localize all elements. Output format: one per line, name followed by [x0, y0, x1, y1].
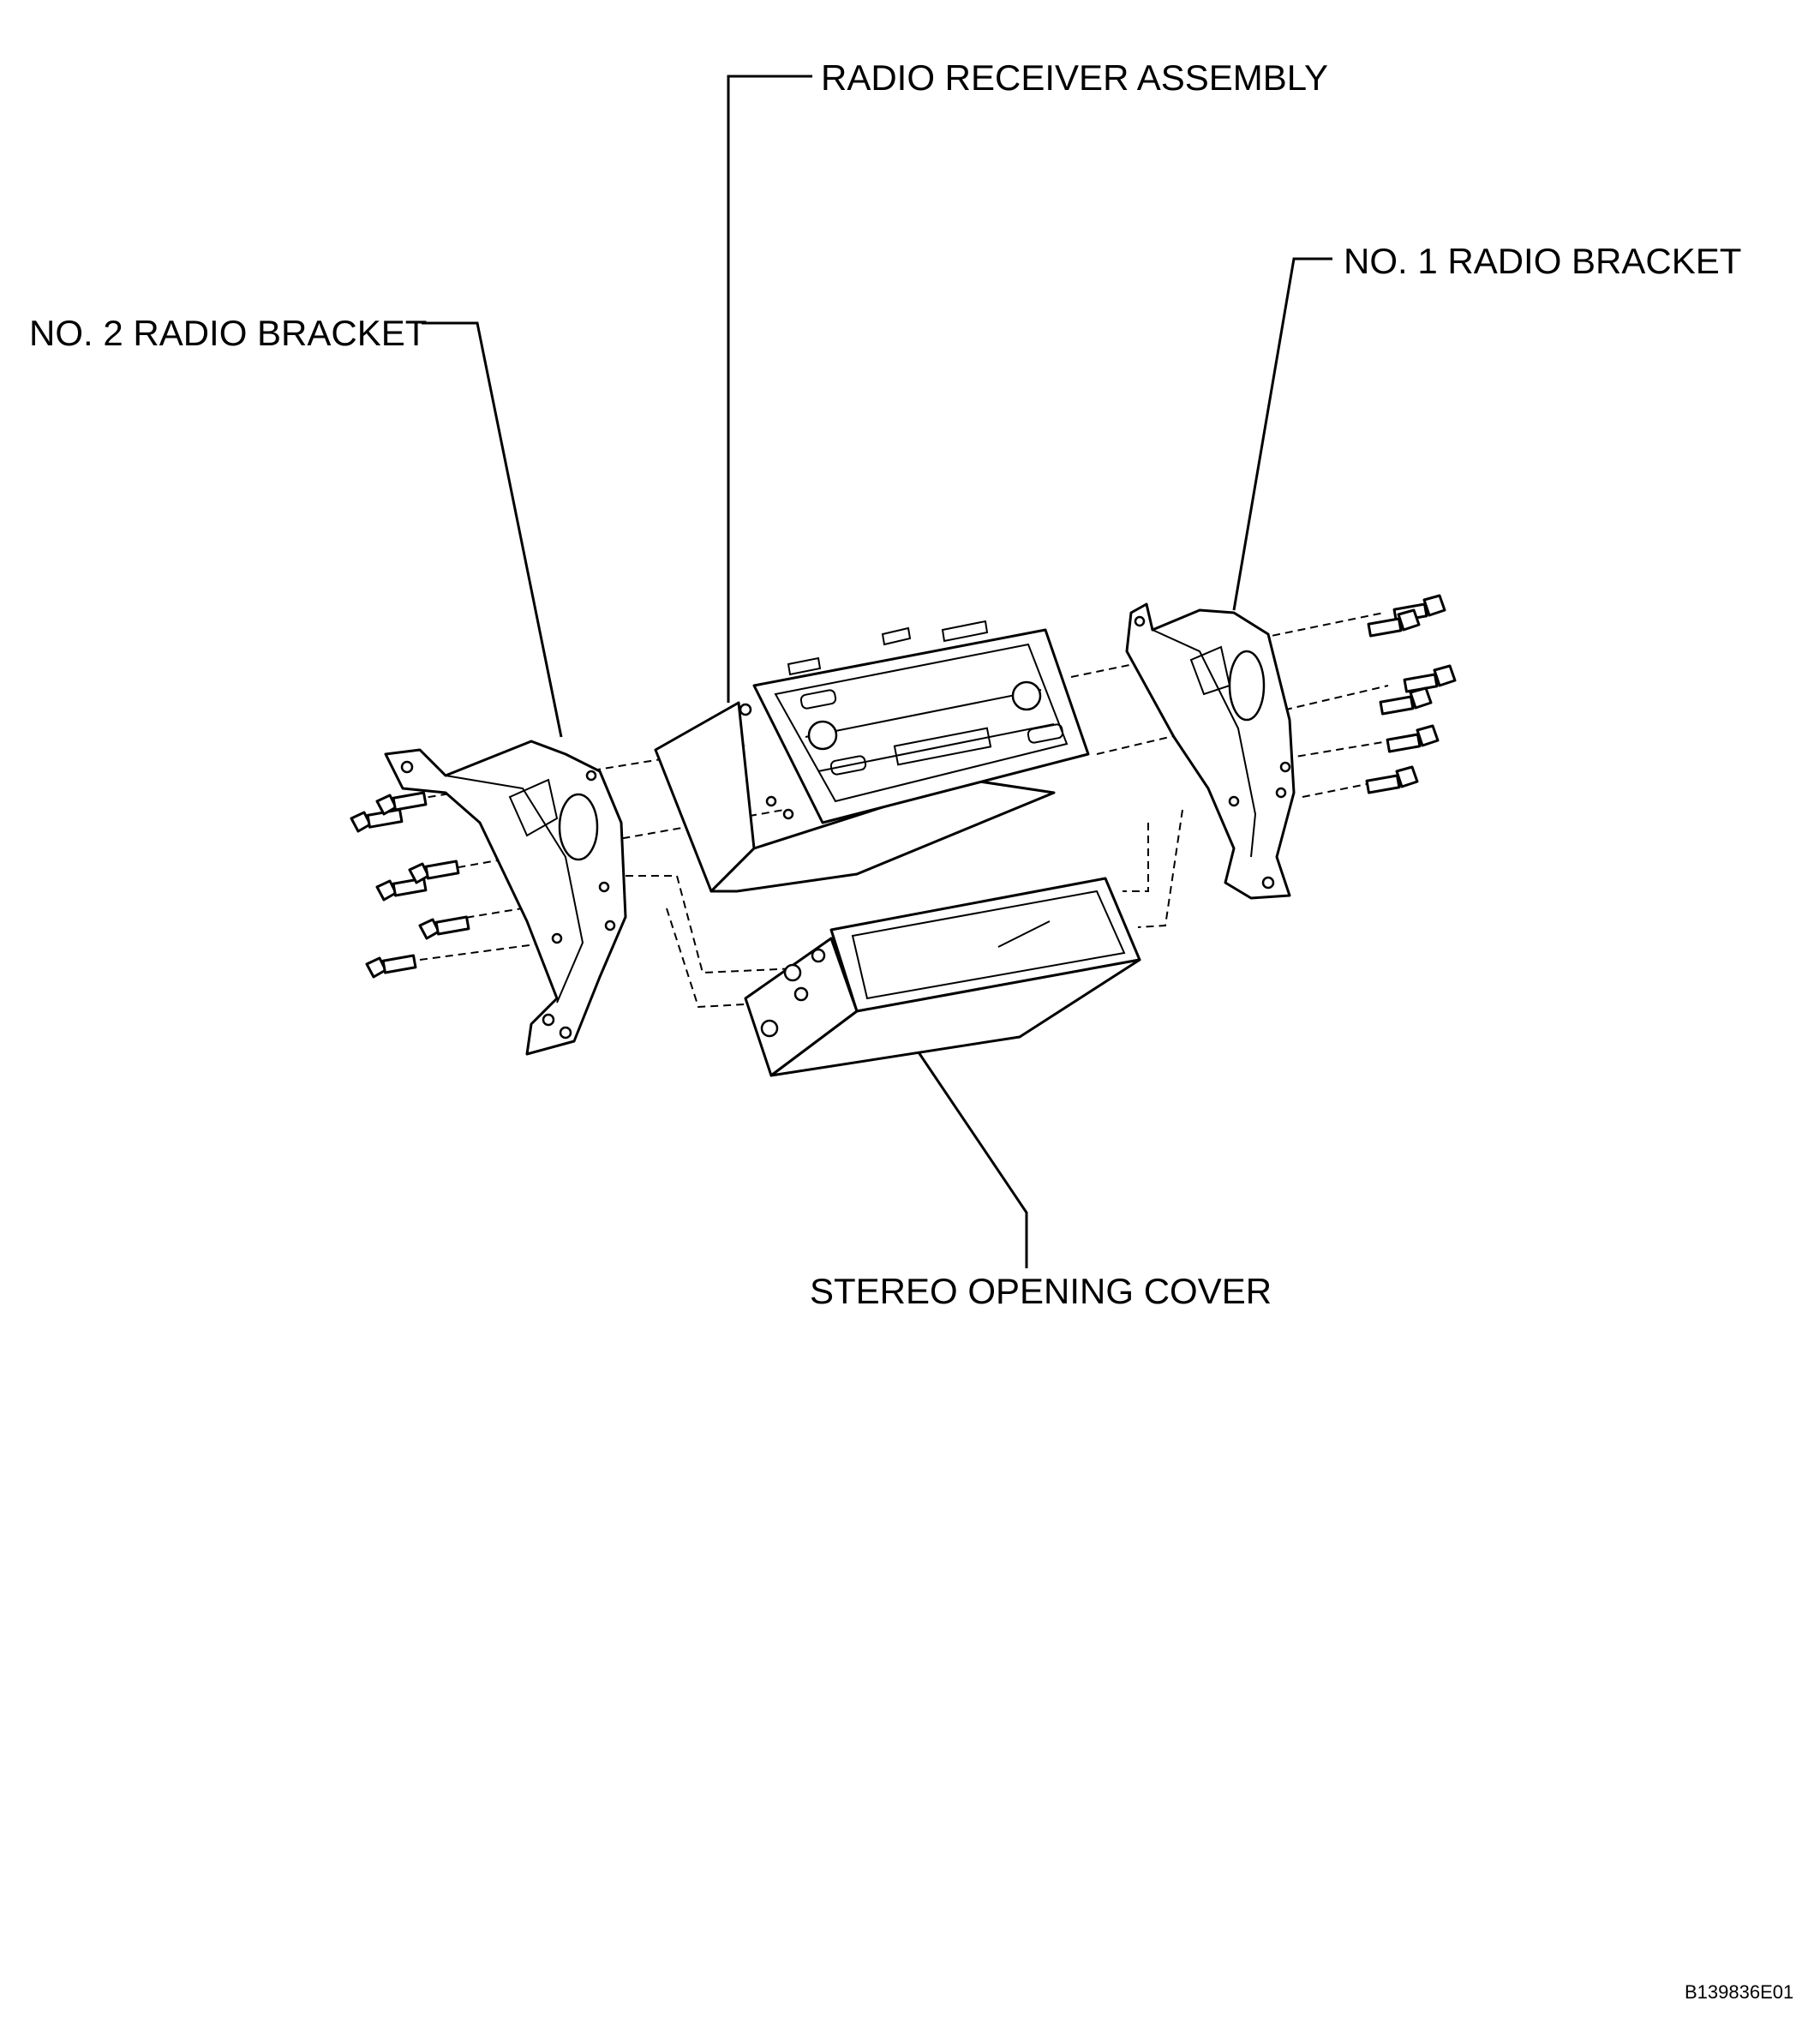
bolts-left [350, 791, 470, 979]
radio-receiver-assembly [654, 620, 1090, 893]
figure-code: B139836E01 [1685, 1981, 1794, 2003]
bolt-icon [1386, 724, 1440, 753]
leader-no2-bracket [422, 321, 563, 738]
bolts-right [1365, 594, 1457, 794]
bolt-icon [1367, 608, 1421, 638]
bolt-icon [375, 791, 428, 816]
no2-radio-bracket [384, 740, 627, 1056]
no1-radio-bracket [1125, 602, 1296, 900]
bolt-icon [1365, 765, 1419, 794]
stereo-opening-cover [744, 877, 1141, 1077]
leader-stereo-cover [915, 1049, 1028, 1268]
bolt-icon [418, 915, 470, 940]
leader-lines [422, 75, 1332, 1268]
label-stereo-opening-cover: STEREO OPENING COVER [810, 1271, 1272, 1311]
label-radio-receiver-assembly: RADIO RECEIVER ASSEMBLY [821, 57, 1329, 98]
bolt-icon [408, 860, 460, 884]
label-no1-radio-bracket: NO. 1 RADIO BRACKET [1344, 241, 1742, 281]
leader-radio-receiver [727, 75, 812, 703]
bolt-icon [365, 954, 417, 979]
bolt-icon [375, 877, 428, 902]
bolt-icon [350, 808, 404, 833]
bolt-icon [1403, 664, 1457, 693]
bolt-icon [1379, 686, 1433, 716]
leader-no1-bracket [1232, 257, 1332, 611]
label-no2-radio-bracket: NO. 2 RADIO BRACKET [29, 313, 428, 353]
